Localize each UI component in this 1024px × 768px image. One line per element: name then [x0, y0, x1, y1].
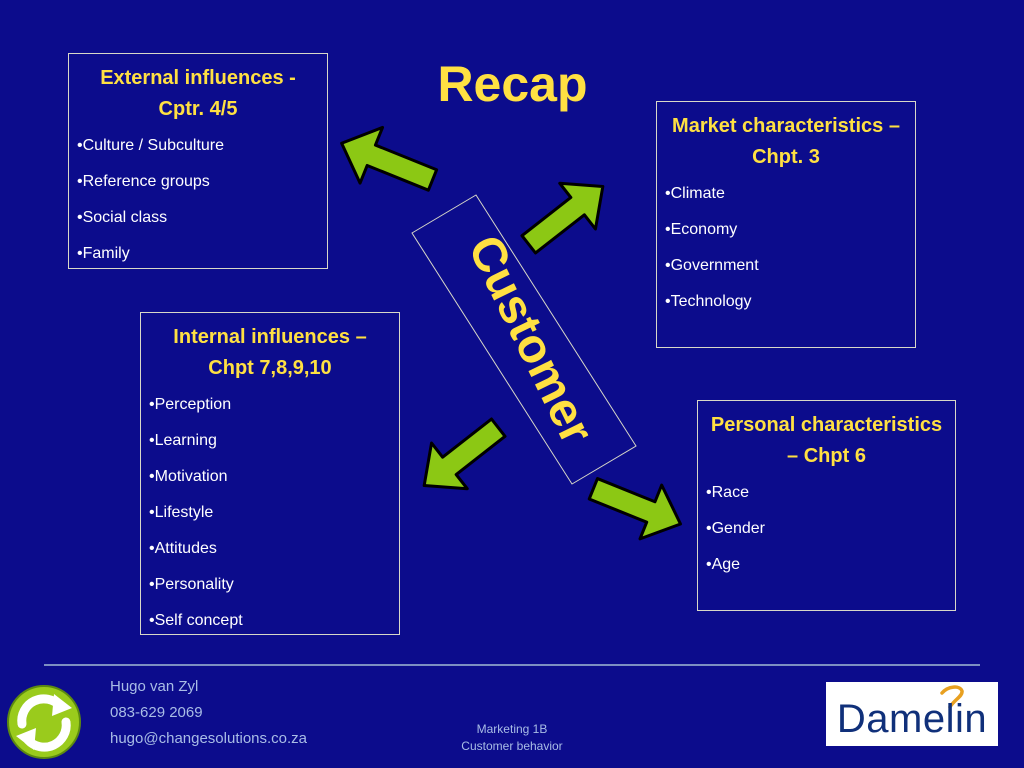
footer-course-subtitle: Customer behavior — [461, 739, 563, 753]
arrow-to-market-icon — [520, 181, 605, 255]
list-item: Gender — [706, 511, 947, 547]
personal-characteristics-list: Race Gender Age — [706, 475, 947, 583]
internal-influences-list: Perception Learning Motivation Lifestyle… — [149, 387, 391, 639]
arrow-to-internal-icon — [422, 417, 507, 491]
refresh-cycle-icon — [7, 685, 81, 759]
footer-course-title: Marketing 1B — [476, 722, 548, 736]
arrow-to-personal-icon — [587, 477, 683, 541]
damelin-logo: Damelin — [826, 682, 998, 746]
slide-title: Recap — [437, 56, 588, 112]
market-characteristics-box: Market characteristics – Chpt. 3 Climate… — [656, 101, 916, 348]
personal-characteristics-heading: Personal characteristics – Chpt 6 — [710, 414, 943, 467]
logo-swoosh-icon — [940, 685, 964, 709]
list-item: Economy — [665, 212, 907, 248]
market-characteristics-list: Climate Economy Government Technology — [665, 176, 907, 320]
arrow-to-external-icon — [340, 125, 439, 192]
list-item: Attitudes — [149, 531, 391, 567]
footer-phone: 083-629 2069 — [110, 704, 203, 721]
internal-influences-box: Internal influences – Chpt 7,8,9,10 Perc… — [140, 312, 400, 635]
list-item: Climate — [665, 176, 907, 212]
internal-influences-heading: Internal influences – Chpt 7,8,9,10 — [173, 326, 367, 379]
list-item: Family — [77, 236, 319, 272]
list-item: Learning — [149, 423, 391, 459]
external-influences-box: External influences - Cptr. 4/5 Culture … — [68, 53, 328, 269]
external-influences-heading: External influences - Cptr. 4/5 — [100, 67, 296, 120]
list-item: Self concept — [149, 603, 391, 639]
footer-name: Hugo van Zyl — [110, 678, 199, 695]
list-item: Perception — [149, 387, 391, 423]
list-item: Social class — [77, 200, 319, 236]
list-item: Race — [706, 475, 947, 511]
external-influences-list: Culture / Subculture Reference groups So… — [77, 128, 319, 272]
market-characteristics-heading: Market characteristics – Chpt. 3 — [672, 115, 900, 168]
personal-characteristics-box: Personal characteristics – Chpt 6 Race G… — [697, 400, 956, 611]
list-item: Reference groups — [77, 164, 319, 200]
list-item: Government — [665, 248, 907, 284]
list-item: Technology — [665, 284, 907, 320]
footer-divider — [44, 664, 980, 666]
customer-frame — [411, 194, 637, 485]
footer-email[interactable]: hugo@changesolutions.co.za — [110, 730, 308, 747]
list-item: Personality — [149, 567, 391, 603]
list-item: Age — [706, 547, 947, 583]
list-item: Motivation — [149, 459, 391, 495]
list-item: Culture / Subculture — [77, 128, 319, 164]
list-item: Lifestyle — [149, 495, 391, 531]
logo-wordmark: Damelin — [836, 697, 988, 741]
